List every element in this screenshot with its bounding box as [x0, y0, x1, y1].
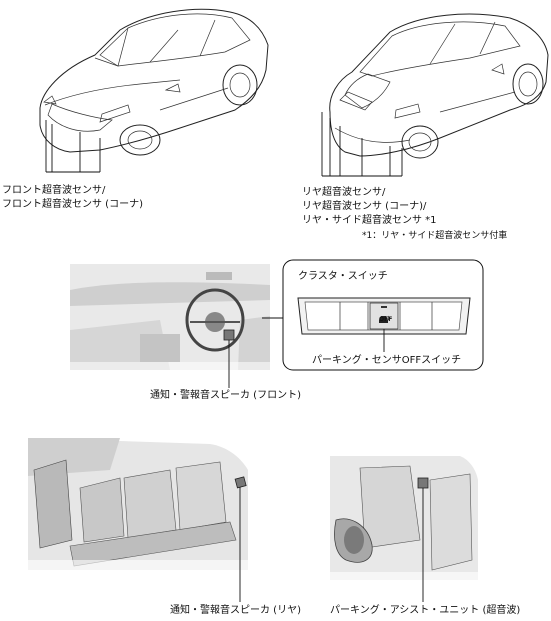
cargo-area-illustration: [328, 456, 480, 602]
dashboard-illustration: [68, 264, 298, 388]
front-sensor-label-line1: フロント超音波センサ/: [2, 185, 106, 196]
cluster-switch-callout: [282, 259, 484, 371]
rear-sensor-label-line1: リヤ超音波センサ/: [302, 187, 386, 198]
parking-assist-unit-label: パーキング・アシスト・ユニット (超音波): [330, 605, 521, 616]
rear-sensor-label-line3: リヤ・サイド超音波センサ *1: [302, 215, 437, 226]
rear-interior-illustration: [26, 438, 252, 602]
rear-sensor-label-line2: リヤ超音波センサ (コーナ)/: [302, 201, 427, 212]
rear-car-illustration: [321, 13, 549, 177]
parking-sensor-icon: [378, 309, 390, 323]
front-speaker-label: 通知・警報音スピーカ (フロント): [150, 390, 301, 401]
parking-sensor-off-switch-label: パーキング・センサOFFスイッチ: [312, 355, 462, 366]
footnote: *1：リヤ・サイド超音波センサ付車: [362, 231, 508, 241]
rear-speaker-label: 通知・警報音スピーカ (リヤ): [170, 605, 301, 616]
front-car-illustration: [39, 8, 269, 173]
switch-off-text: OFF: [379, 316, 393, 323]
cluster-switch-title: クラスタ・スイッチ: [298, 271, 388, 282]
front-sensor-label-line2: フロント超音波センサ (コーナ): [2, 199, 143, 210]
